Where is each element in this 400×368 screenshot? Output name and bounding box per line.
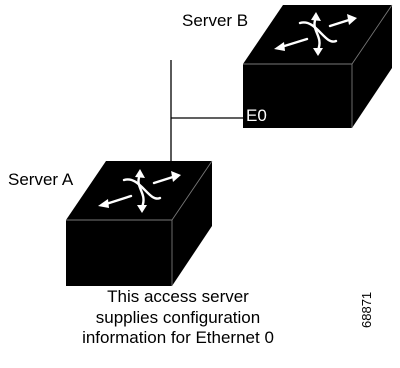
server-b-label: Server B (182, 11, 249, 30)
server-b-router-icon (243, 4, 393, 128)
interface-label-e0: E0 (246, 106, 267, 125)
server-b-router-arrows (274, 12, 357, 56)
caption: This access server supplies configuratio… (28, 287, 328, 349)
caption-line: information for Ethernet 0 (82, 328, 274, 347)
server-a-router-arrows (98, 169, 181, 213)
ethernet-segment (170, 60, 246, 162)
caption-line: This access server (107, 287, 249, 306)
server-a-router-icon (66, 160, 213, 286)
caption-line: supplies configuration (95, 307, 261, 327)
figure-id: 68871 (359, 291, 374, 328)
server-a-label: Server A (8, 170, 74, 189)
